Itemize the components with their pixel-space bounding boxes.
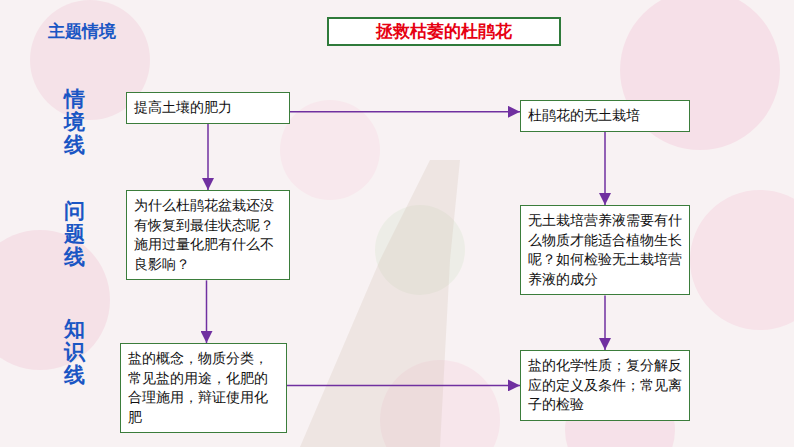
process-box: 盐的概念，物质分类，常见盐的用途，化肥的合理施用，辩证使用化肥 bbox=[120, 343, 287, 433]
flow-arrow bbox=[604, 132, 606, 205]
box-text: 盐的化学性质；复分解反应的定义及条件；常见离子的检验 bbox=[528, 356, 682, 415]
flow-arrow bbox=[604, 295, 606, 350]
flow-arrow bbox=[287, 385, 520, 387]
box-text: 杜鹃花的无土栽培 bbox=[528, 106, 682, 126]
title-box: 拯救枯萎的杜鹃花 bbox=[327, 17, 561, 46]
process-box: 提高土壤的肥力 bbox=[126, 92, 290, 124]
flow-arrow bbox=[206, 280, 208, 343]
process-box: 为什么杜鹃花盆栽还没有恢复到最佳状态呢？施用过量化肥有什么不良影响？ bbox=[126, 190, 290, 280]
process-box: 盐的化学性质；复分解反应的定义及条件；常见离子的检验 bbox=[520, 350, 690, 421]
box-text: 无土栽培营养液需要有什么物质才能适合植物生长呢？如何检验无土栽培营养液的成分 bbox=[528, 211, 682, 289]
box-text: 提高土壤的肥力 bbox=[134, 98, 282, 118]
process-box: 无土栽培营养液需要有什么物质才能适合植物生长呢？如何检验无土栽培营养液的成分 bbox=[520, 205, 690, 295]
flow-arrow bbox=[290, 111, 520, 113]
box-text: 盐的概念，物质分类，常见盐的用途，化肥的合理施用，辩证使用化肥 bbox=[128, 349, 279, 427]
flow-arrow bbox=[207, 124, 209, 190]
line-label: 问题线 bbox=[64, 200, 85, 269]
title-text: 拯救枯萎的杜鹃花 bbox=[376, 20, 512, 43]
line-label: 情境线 bbox=[64, 88, 85, 157]
section-label: 主题情境 bbox=[48, 20, 116, 43]
box-text: 为什么杜鹃花盆栽还没有恢复到最佳状态呢？施用过量化肥有什么不良影响？ bbox=[134, 196, 282, 274]
process-box: 杜鹃花的无土栽培 bbox=[520, 100, 690, 132]
line-label: 知识线 bbox=[64, 318, 85, 387]
